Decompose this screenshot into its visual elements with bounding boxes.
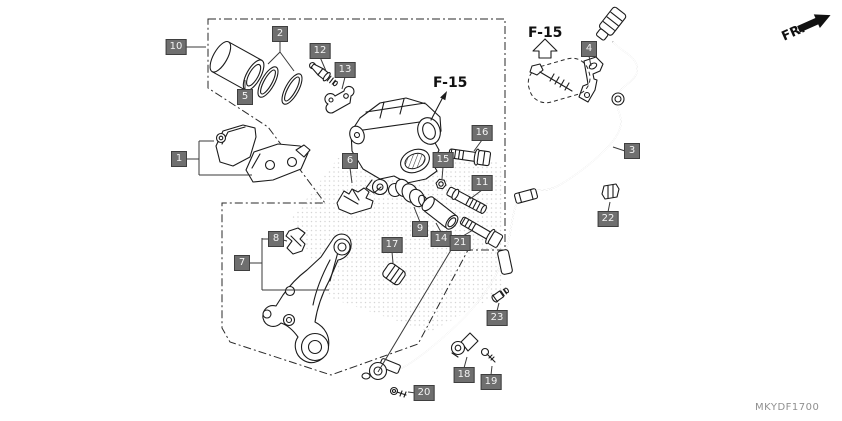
cable-grommet — [611, 92, 625, 106]
part-label-3[interactable]: 3 — [624, 143, 640, 159]
mount-bolt-upper — [448, 148, 492, 167]
figure-ref-main-group: F-15 — [430, 75, 467, 121]
part-label-7[interactable]: 7 — [234, 255, 250, 271]
part-label-4[interactable]: 4 — [581, 41, 597, 57]
wire-clamp — [450, 332, 479, 358]
part-label-13[interactable]: 13 — [334, 62, 356, 78]
cable-sleeve — [497, 249, 513, 275]
up-arrow-icon — [532, 38, 558, 59]
part-label-10[interactable]: 10 — [165, 39, 187, 55]
part-label-22[interactable]: 22 — [597, 211, 619, 227]
small-nut — [435, 178, 447, 190]
part-label-8[interactable]: 8 — [268, 231, 284, 247]
hose-clamp — [324, 85, 355, 114]
fr-arrow-icon — [797, 14, 831, 33]
caliper-body — [349, 97, 442, 198]
part-label-20[interactable]: 20 — [413, 385, 435, 401]
part-label-6[interactable]: 6 — [342, 153, 358, 169]
inset-bolt — [529, 63, 573, 92]
part-label-15[interactable]: 15 — [432, 152, 454, 168]
part-label-17[interactable]: 17 — [381, 237, 403, 253]
slide-pin — [446, 186, 487, 215]
part-label-23[interactable]: 23 — [486, 310, 508, 326]
pad-retainer — [336, 187, 374, 215]
cable-ferrule — [513, 188, 539, 204]
part-label-18[interactable]: 18 — [453, 367, 475, 383]
part-label-2[interactable]: 2 — [272, 26, 288, 42]
guide-screw — [491, 287, 509, 303]
stay-bracket — [578, 56, 604, 103]
brake-pad-inner — [215, 124, 257, 167]
pin-bellows — [382, 262, 406, 286]
mount-bolt-lower — [459, 216, 504, 248]
wheel-speed-sensor — [361, 358, 401, 381]
sensor-bolt — [389, 386, 407, 398]
part-label-11[interactable]: 11 — [471, 175, 493, 191]
piston-seal-ring-2 — [281, 73, 303, 105]
part-label-5[interactable]: 5 — [237, 89, 253, 105]
pin-sleeve — [421, 196, 459, 230]
drawing-code: MKYDF1700 — [755, 402, 819, 413]
brake-pad-outer — [245, 143, 311, 183]
pad-spring — [285, 227, 306, 255]
part-label-12[interactable]: 12 — [309, 43, 331, 59]
bleed-screw — [308, 62, 338, 87]
clamp-screw — [480, 347, 496, 363]
part-label-1[interactable]: 1 — [171, 151, 187, 167]
part-label-14[interactable]: 14 — [430, 231, 452, 247]
wire-clip — [601, 183, 620, 200]
part-label-19[interactable]: 19 — [480, 374, 502, 390]
inset-reference-group — [527, 38, 591, 104]
part-label-9[interactable]: 9 — [412, 221, 428, 237]
abs-sensor-cable — [361, 6, 638, 381]
cable-connector — [596, 6, 627, 41]
pin-boot — [395, 178, 428, 208]
part-label-21[interactable]: 21 — [449, 235, 471, 251]
caliper-bracket — [262, 233, 352, 364]
leader-lines — [184, 41, 626, 394]
piston-seal-ring-1 — [257, 66, 279, 98]
part-label-16[interactable]: 16 — [471, 125, 493, 141]
caliper-piston — [209, 40, 265, 92]
figure-ref-inset-text: F-15 — [528, 25, 562, 41]
figure-ref-main-text: F-15 — [433, 75, 467, 91]
